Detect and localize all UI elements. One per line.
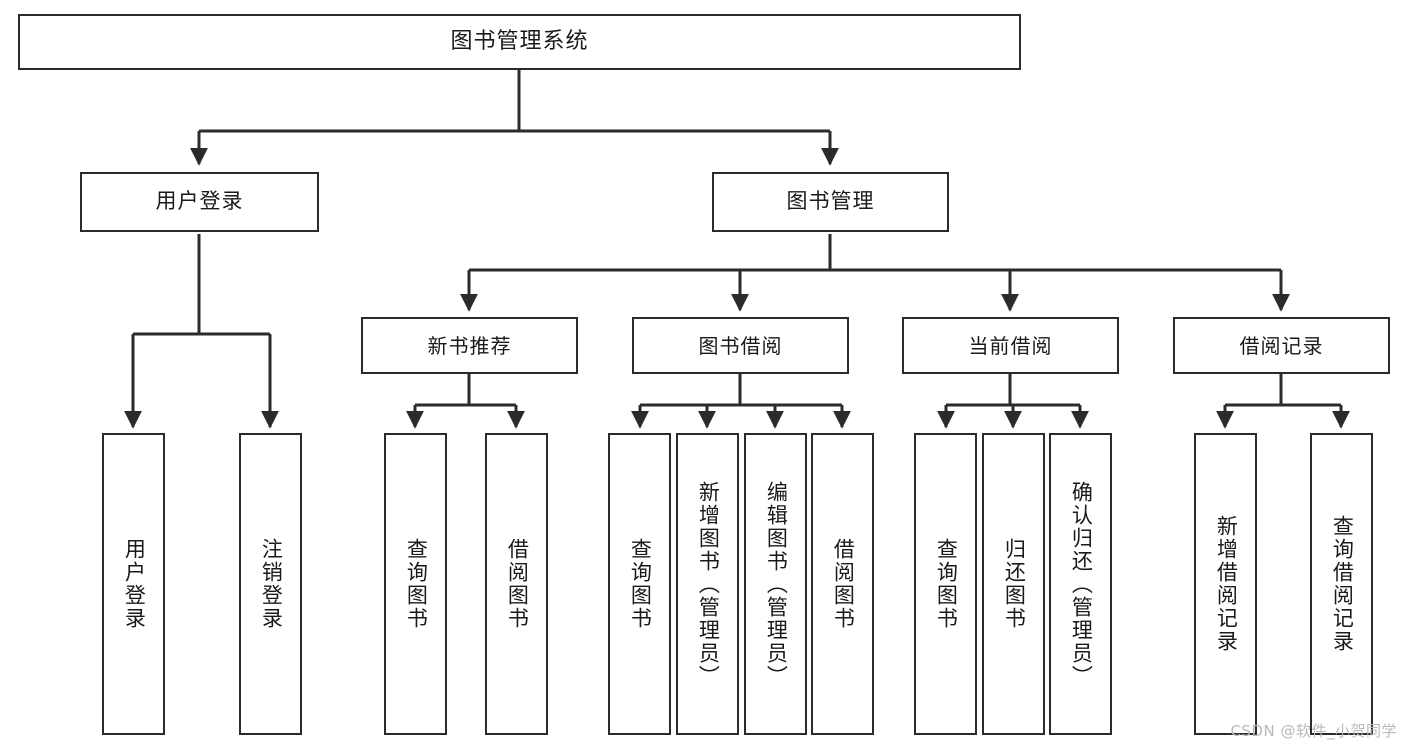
leaf-query-book-current-label: 查询图书: [934, 538, 959, 630]
leaf-query-book-recommend[interactable]: 查询图书: [384, 433, 447, 735]
watermark: CSDN @软件_小贺同学: [1230, 722, 1397, 740]
leaf-borrow-book-label: 借阅图书: [831, 538, 856, 630]
node-current-borrow[interactable]: 当前借阅: [902, 317, 1119, 374]
leaf-edit-book-admin[interactable]: 编辑图书（管理员）: [744, 433, 807, 735]
leaf-query-book-current[interactable]: 查询图书: [914, 433, 977, 735]
node-new-book-recommend-label: 新书推荐: [427, 333, 512, 358]
leaf-borrow-book[interactable]: 借阅图书: [811, 433, 874, 735]
leaf-query-borrow-record-label: 查询借阅记录: [1330, 515, 1355, 653]
leaf-confirm-return-admin[interactable]: 确认归还（管理员）: [1049, 433, 1112, 735]
leaf-edit-book-admin-label: 编辑图书（管理员）: [764, 480, 789, 688]
leaf-borrow-book-recommend-label: 借阅图书: [505, 538, 530, 630]
leaf-add-book-admin-label: 新增图书（管理员）: [696, 480, 721, 688]
leaf-user-login-label: 用户登录: [122, 538, 147, 630]
node-book-manage[interactable]: 图书管理: [712, 172, 949, 232]
node-root[interactable]: 图书管理系统: [18, 14, 1021, 70]
leaf-add-borrow-record[interactable]: 新增借阅记录: [1194, 433, 1257, 735]
node-book-borrow-label: 图书借阅: [698, 333, 783, 358]
leaf-query-book-borrow-label: 查询图书: [628, 538, 653, 630]
node-borrow-record[interactable]: 借阅记录: [1173, 317, 1390, 374]
node-user-login-label: 用户登录: [155, 189, 244, 214]
leaf-add-borrow-record-label: 新增借阅记录: [1214, 515, 1239, 653]
node-book-manage-label: 图书管理: [786, 189, 875, 214]
leaf-user-login[interactable]: 用户登录: [102, 433, 165, 735]
leaf-return-book[interactable]: 归还图书: [982, 433, 1045, 735]
leaf-query-borrow-record[interactable]: 查询借阅记录: [1310, 433, 1373, 735]
leaf-user-logout[interactable]: 注销登录: [239, 433, 302, 735]
leaf-user-logout-label: 注销登录: [259, 538, 284, 630]
leaf-borrow-book-recommend[interactable]: 借阅图书: [485, 433, 548, 735]
leaf-return-book-label: 归还图书: [1002, 538, 1027, 630]
node-root-label: 图书管理系统: [450, 28, 589, 54]
leaf-query-book-borrow[interactable]: 查询图书: [608, 433, 671, 735]
node-current-borrow-label: 当前借阅: [968, 333, 1053, 358]
node-user-login[interactable]: 用户登录: [80, 172, 319, 232]
leaf-add-book-admin[interactable]: 新增图书（管理员）: [676, 433, 739, 735]
leaf-confirm-return-admin-label: 确认归还（管理员）: [1069, 480, 1094, 688]
node-book-borrow[interactable]: 图书借阅: [632, 317, 849, 374]
node-new-book-recommend[interactable]: 新书推荐: [361, 317, 578, 374]
node-borrow-record-label: 借阅记录: [1239, 333, 1324, 358]
leaf-query-book-recommend-label: 查询图书: [404, 538, 429, 630]
